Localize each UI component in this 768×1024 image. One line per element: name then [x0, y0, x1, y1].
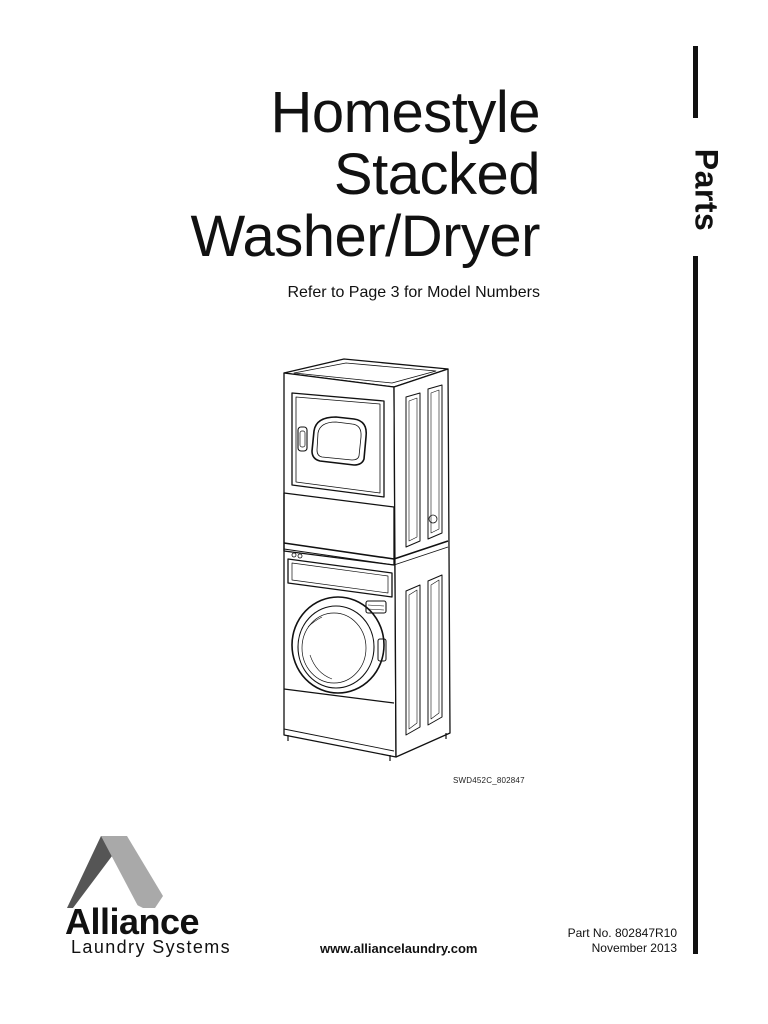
part-info: Part No. 802847R10 November 2013: [568, 926, 677, 956]
title-line-3: Washer/Dryer: [190, 204, 540, 269]
brand-name: Alliance: [65, 901, 200, 942]
title-line-1: Homestyle: [270, 80, 541, 145]
model-numbers-note: Refer to Page 3 for Model Numbers: [287, 284, 540, 301]
publication-date: November 2013: [591, 941, 677, 955]
side-rule-bottom: [693, 256, 698, 954]
stacked-washer-dryer-illustration: [283, 358, 451, 761]
figure-code: SWD452C_802847: [453, 776, 525, 785]
side-rule-top: [693, 46, 698, 118]
title-line-2: Stacked: [333, 142, 541, 207]
part-number: Part No. 802847R10: [567, 926, 677, 940]
brand-tagline: Laundry Systems: [71, 937, 232, 957]
alliance-triangle-logo-icon: [67, 836, 163, 908]
alliance-logo: Alliance Laundry Systems: [65, 836, 265, 960]
document-title: Homestyle Stacked Washer/Dryer: [190, 82, 540, 268]
website-link[interactable]: www.alliancelaundry.com: [320, 941, 478, 956]
section-label: Parts: [688, 148, 725, 232]
